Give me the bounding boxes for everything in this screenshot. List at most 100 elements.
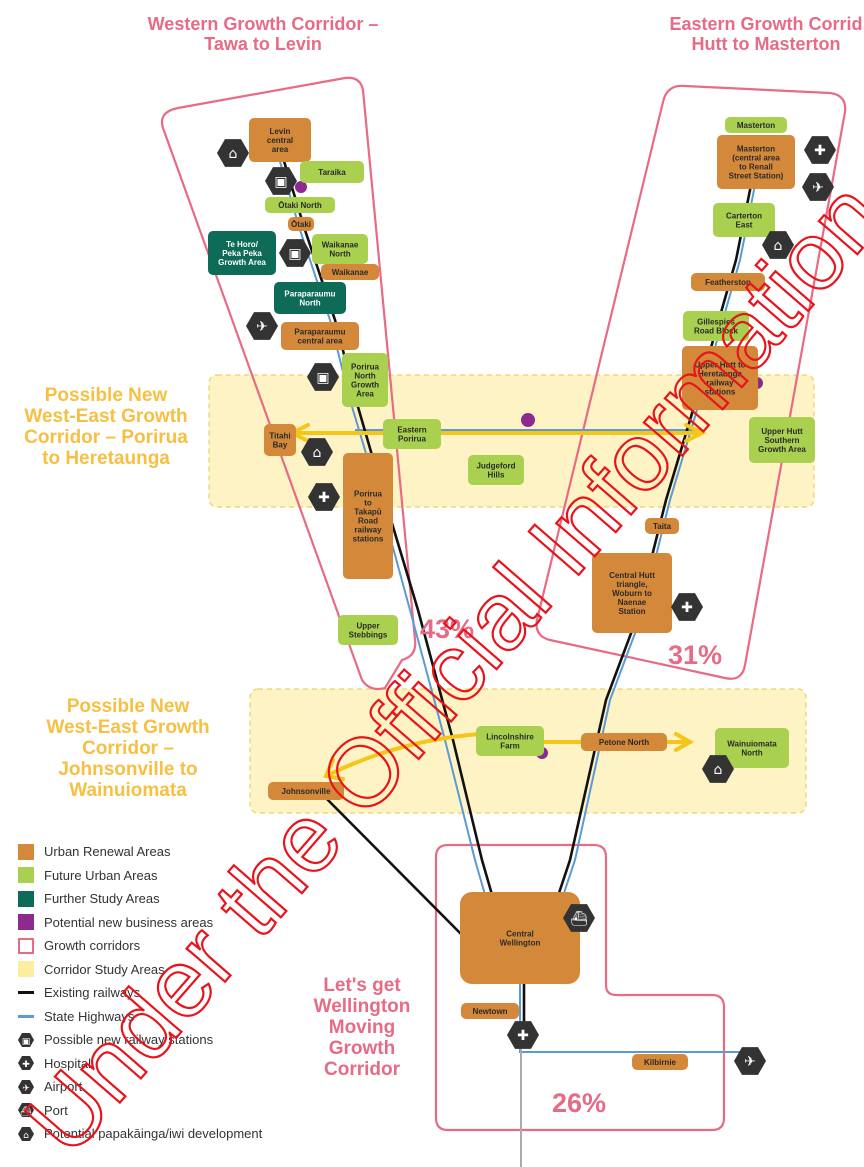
eastern-corridor-title: Eastern Growth Corrid Hutt to Masterton [669, 14, 863, 54]
legend-swatch [18, 937, 34, 954]
legend-item: ✚ Hospital [18, 1052, 318, 1076]
legend-item: State Highways [18, 1005, 318, 1029]
legend-label: Urban Renewal Areas [44, 844, 171, 860]
svg-text:▣: ▣ [288, 246, 301, 262]
svg-text:✚: ✚ [814, 143, 826, 159]
legend-label: Potential new business areas [44, 914, 214, 930]
papakainga-icon: ⌂ [702, 755, 734, 783]
svg-text:✈: ✈ [256, 319, 268, 335]
airport-icon: ✈ [246, 312, 278, 340]
legend-label: Further Study Areas [44, 891, 160, 907]
place-label: Ōtaki [291, 220, 311, 229]
legend-item: ⛴ Port [18, 1099, 318, 1123]
svg-text:✚: ✚ [681, 600, 693, 616]
svg-text:✈: ✈ [744, 1054, 756, 1070]
train-station-icon: ▣ [18, 1032, 34, 1048]
legend-item: Growth corridors [18, 934, 318, 958]
place-otaki-north: Ōtaki North [265, 197, 335, 213]
place-petone-north: Petone North [581, 733, 667, 751]
hospital-icon: ✚ [804, 136, 836, 164]
johnsonville-wainuiomata-corridor-label: Possible New West-East Growth Corridor –… [46, 696, 210, 801]
airport-icon: ✈ [802, 173, 834, 201]
svg-text:▣: ▣ [316, 370, 329, 386]
legend-label: Hospital [44, 1055, 91, 1071]
lgwm-growth-corridor-label: Let's get Wellington Moving Growth Corri… [313, 975, 411, 1080]
legend-label: Airport [44, 1079, 83, 1095]
train-station-icon: ▣ [279, 239, 311, 267]
place-label: Featherston [705, 278, 751, 287]
svg-text:⛴: ⛴ [570, 911, 588, 927]
central-percentage: 26% [552, 1088, 607, 1118]
place-johnsonville: Johnsonville [268, 782, 344, 800]
place-taita: Taita [645, 518, 679, 534]
svg-text:✚: ✚ [318, 490, 330, 506]
papakainga-icon: ⌂ [18, 1126, 34, 1142]
papakainga-icon: ⌂ [301, 438, 333, 466]
place-featherston: Featherston [691, 273, 765, 291]
legend-item: Corridor Study Areas [18, 958, 318, 982]
place-taraika: Taraika [300, 161, 364, 183]
hospital-icon: ✚ [671, 593, 703, 621]
place-label: Waikanae [332, 268, 369, 277]
porirua-heretaunga-corridor-label: Possible New West-East Growth Corridor –… [24, 385, 188, 469]
place-masterton: Masterton [725, 117, 787, 133]
east-percentage: 31% [668, 640, 723, 670]
place-label: Newtown [472, 1007, 507, 1016]
svg-text:✚: ✚ [22, 1060, 30, 1070]
hospital-icon: ✚ [18, 1055, 34, 1071]
svg-text:▣: ▣ [22, 1037, 31, 1047]
port-icon: ⛴ [18, 1102, 34, 1118]
west-percentage: 43% [420, 614, 475, 644]
place-label: Taita [653, 522, 672, 531]
svg-text:⛴: ⛴ [20, 1106, 32, 1117]
hospital-icon: ✚ [308, 483, 340, 511]
svg-text:✚: ✚ [517, 1028, 529, 1044]
legend-swatch [18, 867, 34, 884]
legend-item: Urban Renewal Areas [18, 840, 318, 864]
legend-swatch [18, 914, 34, 931]
legend-line [18, 1014, 34, 1018]
place-label: Johnsonville [282, 787, 331, 796]
place-label: Ōtaki North [278, 201, 322, 210]
legend-label: Potential papakāinga/iwi development [44, 1126, 263, 1142]
svg-text:✈: ✈ [22, 1084, 30, 1094]
svg-text:⌂: ⌂ [714, 762, 723, 778]
port-icon: ⛴ [563, 904, 595, 932]
legend-swatch [18, 961, 34, 978]
legend-label: State Highways [44, 1008, 135, 1024]
train-station-icon: ▣ [265, 167, 297, 195]
hospital-icon: ✚ [507, 1021, 539, 1049]
legend-label: Corridor Study Areas [44, 961, 165, 977]
legend-label: Port [44, 1102, 68, 1118]
